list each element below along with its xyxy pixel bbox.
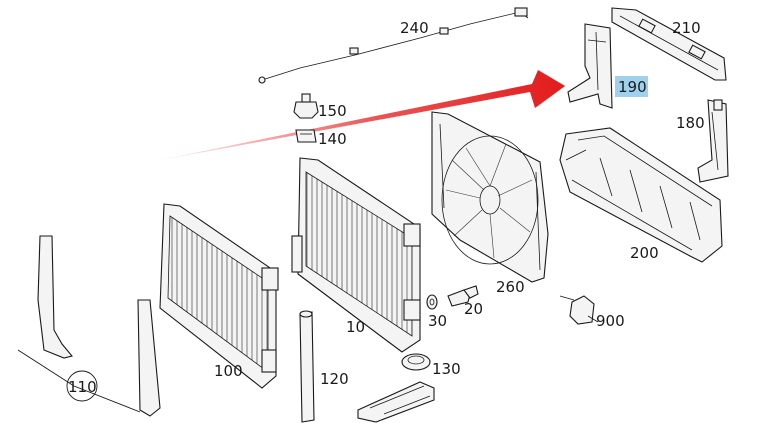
label-120: 120: [320, 370, 349, 388]
part-110-seals: [17, 235, 161, 417]
label-130: 130: [432, 360, 461, 378]
label-210: 210: [672, 19, 701, 37]
part-200-air-duct: [559, 127, 723, 263]
part-900-connector: [559, 295, 599, 325]
label-180: 180: [676, 114, 705, 132]
label-30: 30: [428, 312, 447, 330]
label-260: 260: [496, 278, 525, 296]
part-260-fan-shroud: [431, 111, 549, 283]
part-20-drain-plug: [447, 285, 479, 307]
label-150: 150: [318, 102, 347, 120]
part-210-bracket: [611, 7, 727, 81]
part-100-condenser: [159, 203, 279, 389]
label-900: 900: [596, 312, 625, 330]
label-240: 240: [400, 19, 429, 37]
part-130-cap: [401, 353, 431, 371]
part-150-cap: [293, 93, 319, 119]
part-190-bracket: [567, 23, 648, 109]
part-120-tube: [299, 310, 315, 423]
part-lower-bracket: [357, 381, 435, 423]
label-190: 190: [618, 78, 647, 96]
label-200: 200: [630, 244, 659, 262]
part-180-bracket: [697, 99, 729, 183]
label-10: 10: [346, 318, 365, 336]
part-140-cap: [295, 129, 317, 143]
part-10-radiator: [291, 157, 421, 353]
label-190-highlight: [615, 76, 648, 97]
label-100: 100: [214, 362, 243, 380]
label-110: 110: [68, 378, 97, 396]
part-30-washer: [426, 294, 438, 310]
part-240-cable: [258, 7, 529, 84]
label-140: 140: [318, 130, 347, 148]
label-20: 20: [464, 300, 483, 318]
